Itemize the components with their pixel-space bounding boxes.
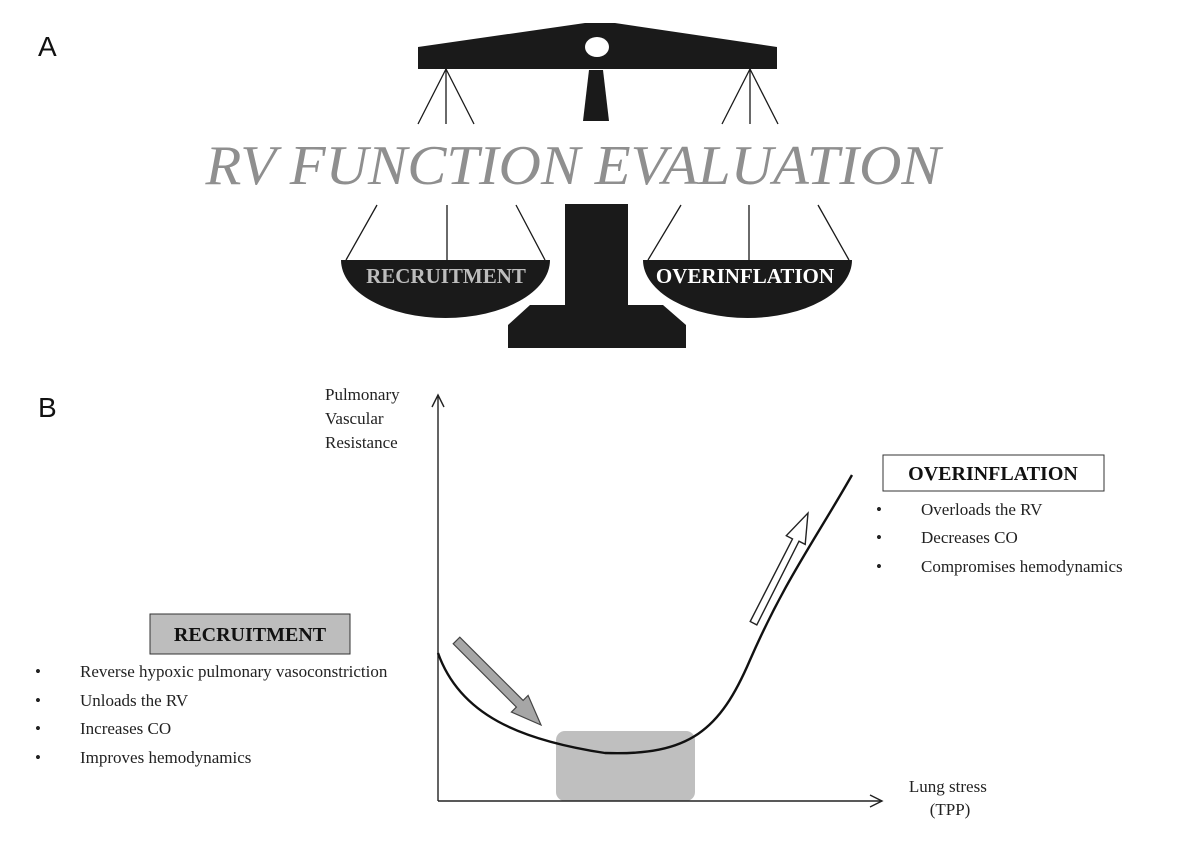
recruitment-arrow — [452, 636, 543, 727]
x-axis-label: Lung stress (TPP) — [909, 777, 991, 819]
list-item-text: Unloads the RV — [80, 691, 189, 710]
suspension-strings-upper — [417, 68, 779, 125]
list-item: • Reverse hypoxic pulmonary vasoconstric… — [35, 662, 388, 681]
panel-b: B Pulmonary Vascular Resistance Lung str… — [35, 385, 1123, 819]
bullet-marker: • — [35, 662, 41, 681]
list-item: • Improves hemodynamics — [35, 748, 251, 767]
bullet-marker: • — [35, 719, 41, 738]
optimal-zone — [556, 731, 695, 801]
axes — [431, 393, 884, 808]
overinflation-arrow — [749, 511, 809, 626]
left-pan-label: RECRUITMENT — [366, 264, 526, 288]
list-item: • Decreases CO — [876, 528, 1018, 547]
left-pan — [341, 260, 550, 318]
list-item-text: Compromises hemodynamics — [921, 557, 1123, 576]
right-pan-label: OVERINFLATION — [656, 264, 834, 288]
bullet-marker: • — [876, 557, 882, 576]
bullet-marker: • — [35, 748, 41, 767]
overinflation-box-title: OVERINFLATION — [908, 463, 1078, 485]
panel-a-letter: A — [38, 31, 57, 62]
y-axis-arrowhead — [431, 393, 445, 408]
y-axis-label-line3: Resistance — [325, 433, 398, 452]
panel-a-title: RV FUNCTION EVALUATION — [204, 135, 943, 197]
recruitment-list: • Reverse hypoxic pulmonary vasoconstric… — [35, 662, 388, 767]
panel-a: A — [38, 23, 943, 348]
list-item-text: Decreases CO — [921, 528, 1018, 547]
list-item-text: Reverse hypoxic pulmonary vasoconstricti… — [80, 662, 388, 681]
list-item: • Unloads the RV — [35, 691, 189, 710]
balance-scale: RECRUITMENT OVERINFLATION — [341, 23, 852, 348]
list-item-text: Overloads the RV — [921, 500, 1043, 519]
x-axis-arrowhead — [869, 794, 884, 808]
scale-pivot-hole — [585, 37, 609, 57]
list-item: • Overloads the RV — [876, 500, 1043, 519]
list-item: • Compromises hemodynamics — [876, 557, 1123, 576]
list-item-text: Improves hemodynamics — [80, 748, 251, 767]
x-axis-label-line2: (TPP) — [930, 800, 971, 819]
overinflation-list: • Overloads the RV • Decreases CO • Comp… — [876, 500, 1123, 576]
y-axis-label-line2: Vascular — [325, 409, 384, 428]
suspension-strings-lower — [345, 204, 850, 261]
list-item: • Increases CO — [35, 719, 171, 738]
y-axis-label: Pulmonary Vascular Resistance — [325, 385, 404, 452]
y-axis-label-line1: Pulmonary — [325, 385, 400, 404]
panel-b-letter: B — [38, 392, 57, 423]
recruitment-box: RECRUITMENT — [149, 613, 351, 655]
bullet-marker: • — [35, 691, 41, 710]
list-item-text: Increases CO — [80, 719, 171, 738]
x-axis-label-line1: Lung stress — [909, 777, 987, 796]
scale-pillar — [565, 204, 628, 306]
bullet-marker: • — [876, 528, 882, 547]
right-pan — [643, 260, 852, 318]
scale-base — [508, 305, 686, 348]
bullet-marker: • — [876, 500, 882, 519]
scale-pointer — [583, 70, 609, 121]
recruitment-box-title: RECRUITMENT — [174, 624, 327, 646]
overinflation-box: OVERINFLATION — [882, 454, 1105, 492]
pvr-curve — [436, 474, 854, 755]
